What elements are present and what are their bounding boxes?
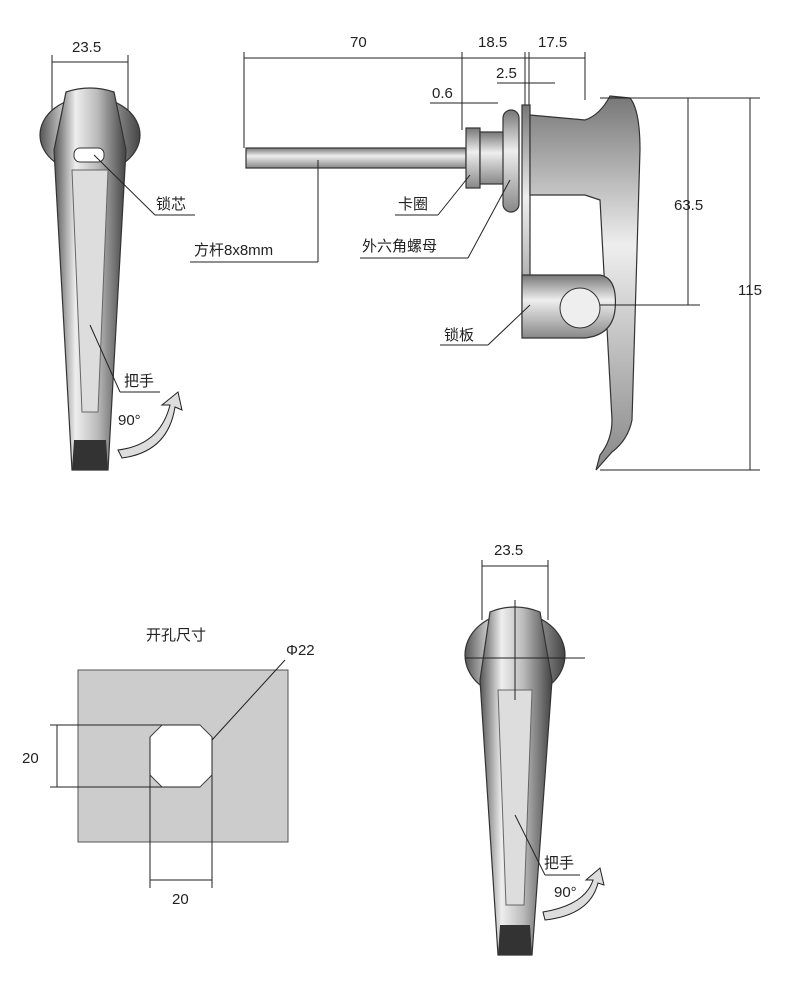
nut-label: 外六角螺母 [362, 238, 437, 255]
dim-63-5: 63.5 [674, 197, 703, 214]
front-view-handle: 23.5 锁芯 把手 90° [39, 39, 195, 471]
cutout-view: 开孔尺寸 20 20 Φ22 [22, 627, 315, 908]
rotation-arrow-icon [542, 867, 605, 921]
handle-label-2: 把手 [544, 855, 574, 872]
width-dim-label: 23.5 [72, 39, 101, 56]
cutout-title: 开孔尺寸 [146, 627, 206, 644]
side-view: 70 18.5 17.5 2.5 0.6 63.5 115 方杆8x8mm 卡圈… [190, 34, 762, 471]
handle-label: 把手 [124, 373, 154, 390]
dim-115: 115 [738, 282, 762, 299]
dim-18-5: 18.5 [478, 34, 507, 51]
dim-70: 70 [350, 34, 367, 51]
dim-17-5: 17.5 [538, 34, 567, 51]
cam-label: 锁板 [444, 326, 474, 344]
rotation-label-2: 90° [554, 884, 577, 901]
dim-2-5: 2.5 [496, 65, 517, 82]
rotation-label: 90° [118, 412, 141, 429]
width-dim-label-2: 23.5 [494, 542, 523, 559]
cutout-width-dim: 20 [172, 891, 189, 908]
rotation-arrow-icon [117, 391, 183, 459]
cutout-height-dim: 20 [22, 750, 39, 767]
lock-core-label: 锁芯 [156, 196, 186, 213]
rod-label: 方杆8x8mm [194, 242, 273, 259]
clip-label: 卡圈 [398, 196, 428, 213]
cutout-diameter: Φ22 [286, 642, 315, 659]
bottom-front-view: 23.5 把手 90° [464, 542, 605, 956]
dim-0-6: 0.6 [432, 85, 453, 102]
